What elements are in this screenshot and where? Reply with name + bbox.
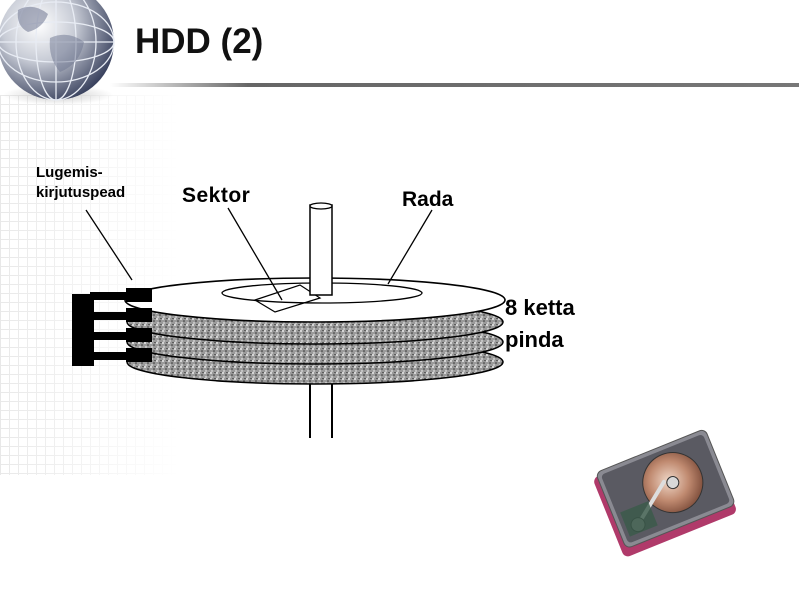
globe-icon	[0, 0, 115, 105]
label-disk-surfaces: 8 ketta pinda	[505, 292, 575, 356]
sector-outline	[253, 284, 322, 313]
label-heads-line1: Lugemis-	[36, 164, 103, 181]
label-track: Rada	[402, 188, 454, 211]
spindle-upper	[309, 202, 333, 296]
label-heads-line2: kirjutuspead	[36, 184, 126, 201]
label-sector: Sektor	[182, 184, 251, 207]
hard-drive-icon	[594, 429, 736, 557]
title-underline	[110, 83, 799, 87]
slide-title: HDD (2)	[135, 22, 264, 61]
read-write-heads	[72, 288, 152, 366]
label-read-write-heads: Lugemis- kirjutuspead	[36, 163, 125, 203]
label-leader-lines	[85, 207, 433, 301]
label-surfaces-line1: 8 ketta	[505, 295, 575, 320]
decorative-grid-background	[0, 95, 180, 475]
hdd-platter-diagram	[72, 202, 506, 438]
label-surfaces-line2: pinda	[505, 327, 564, 352]
